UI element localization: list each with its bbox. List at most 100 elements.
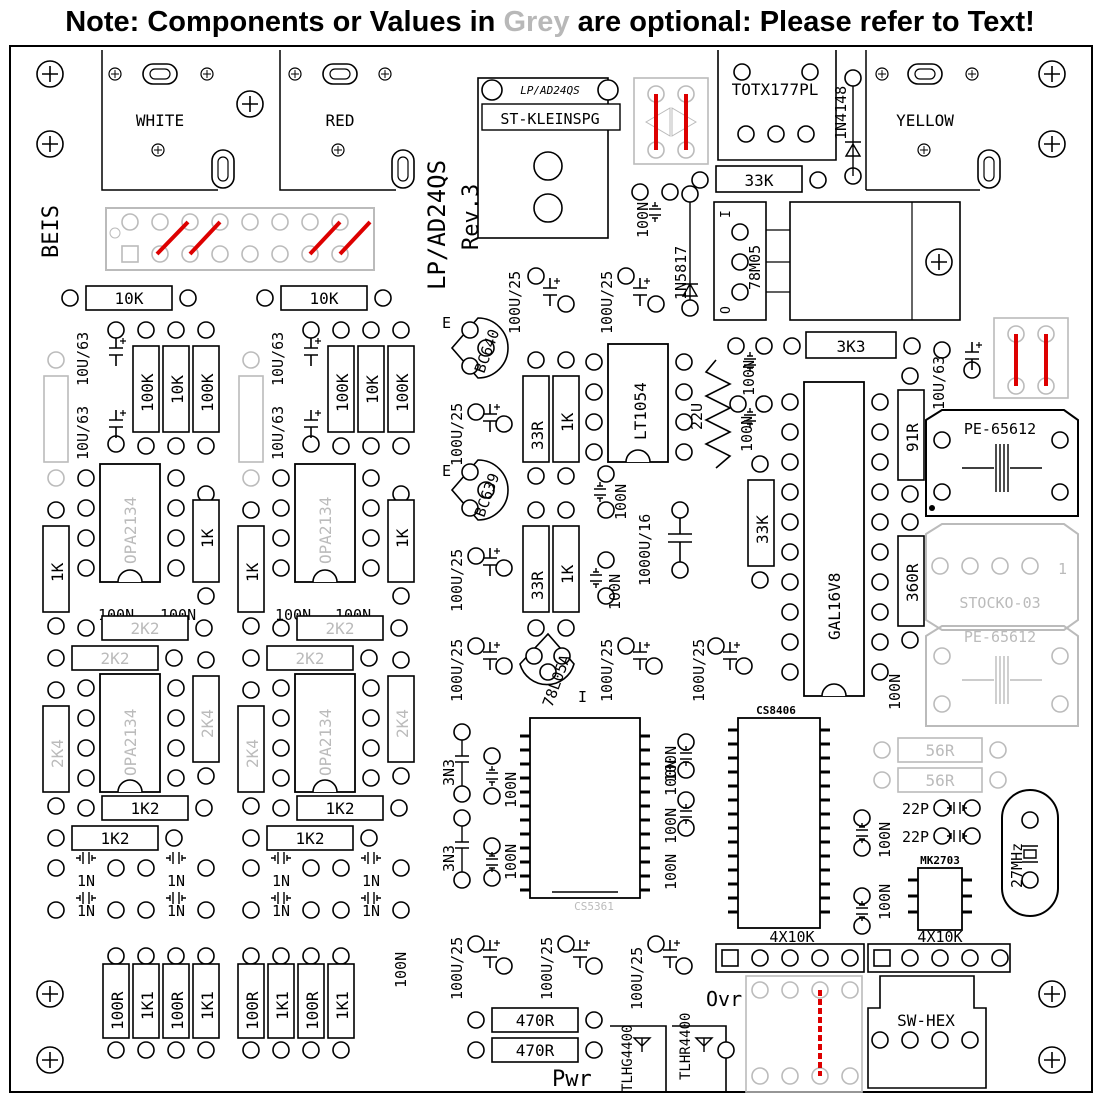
svg-text:56R: 56R bbox=[926, 771, 955, 790]
svg-text:33R: 33R bbox=[528, 571, 547, 600]
svg-text:1N: 1N bbox=[77, 902, 95, 920]
svg-text:100U/25: 100U/25 bbox=[690, 639, 708, 702]
resistor-10k-l: 10K bbox=[162, 321, 190, 455]
svg-text:100U/25: 100U/25 bbox=[598, 271, 616, 334]
svg-text:1K: 1K bbox=[243, 562, 262, 582]
svg-text:3N3: 3N3 bbox=[440, 759, 458, 786]
sip-4x10k-b: 4X10K bbox=[867, 928, 1011, 973]
svg-text:OPA2134: OPA2134 bbox=[121, 497, 140, 564]
svg-text:100N: 100N bbox=[876, 822, 894, 858]
resistor-1k-a: 1K bbox=[552, 351, 580, 485]
resistor-10k-right: 10K bbox=[256, 285, 392, 311]
resistor-1k-b: 1K bbox=[552, 501, 580, 637]
board-outline bbox=[9, 45, 1093, 1093]
svg-text:100N: 100N bbox=[662, 760, 680, 796]
cap-100n-lt-b: 100N bbox=[729, 395, 773, 452]
svg-text:E: E bbox=[442, 314, 451, 332]
svg-text:100N: 100N bbox=[612, 484, 630, 520]
svg-text:100N: 100N bbox=[634, 202, 652, 238]
svg-text:10U/63: 10U/63 bbox=[74, 406, 92, 460]
resistor-100k-r2: 100K bbox=[387, 321, 415, 455]
svg-text:1K: 1K bbox=[393, 528, 412, 548]
svg-text:2K4: 2K4 bbox=[48, 739, 67, 768]
cap-22p-b: 22P bbox=[902, 827, 981, 846]
led-tlhr4400: TLHR4400 bbox=[672, 1013, 735, 1092]
svg-text:100U/25: 100U/25 bbox=[506, 271, 524, 334]
resistor-33r-a: 33R bbox=[522, 351, 550, 485]
svg-text:I: I bbox=[578, 688, 587, 706]
power-jack: LP/AD24QS ST-KLEINSPG bbox=[477, 77, 621, 239]
cap-3n3-a: 3N3 bbox=[440, 723, 471, 803]
cap-100u25-7: 100U/25 bbox=[690, 637, 753, 702]
svg-text:MK2703: MK2703 bbox=[920, 854, 960, 867]
svg-text:33R: 33R bbox=[528, 421, 547, 450]
cap-100n-gal: 100N bbox=[886, 674, 904, 710]
svg-text:1: 1 bbox=[1058, 560, 1067, 578]
svg-text:100U/25: 100U/25 bbox=[448, 639, 466, 702]
svg-text:22P: 22P bbox=[902, 828, 929, 846]
svg-text:SW-HEX: SW-HEX bbox=[897, 1011, 955, 1030]
svg-text:10U/63: 10U/63 bbox=[930, 356, 948, 410]
cap-100n-cs-f: 100N bbox=[662, 746, 680, 782]
led-tlhg4400: TLHG4400 bbox=[610, 1025, 667, 1092]
cap-3n3-b: 3N3 bbox=[440, 809, 471, 889]
ic-gal16v8: GAL16V8 bbox=[781, 381, 889, 697]
cap-100n-r1: 100N bbox=[853, 809, 894, 858]
svg-text:100N: 100N bbox=[738, 416, 756, 452]
resistor-33k: 33K bbox=[691, 165, 827, 193]
caps-1n-left: 1N 1N 1N 1N bbox=[47, 851, 215, 920]
svg-text:2K2: 2K2 bbox=[101, 649, 130, 668]
svg-text:2K4: 2K4 bbox=[393, 709, 412, 738]
cap-100u25-9: 100U/25 bbox=[538, 935, 603, 1000]
svg-text:100K: 100K bbox=[333, 373, 352, 412]
svg-text:100K: 100K bbox=[198, 373, 217, 412]
resistor-1k-r-a: 1K bbox=[237, 501, 265, 635]
resistors-bottom-left: 100R 1K1 100R 1K1 bbox=[102, 947, 220, 1059]
stocko-connector: STOCKO-03 1 bbox=[925, 523, 1079, 631]
svg-text:1000U/16: 1000U/16 bbox=[636, 514, 654, 586]
svg-text:PE-65612: PE-65612 bbox=[964, 628, 1036, 646]
ic-opa2134-l1: OPA2134 bbox=[77, 463, 185, 583]
svg-text:100R: 100R bbox=[243, 991, 262, 1030]
resistor-33k-vertical: 33K bbox=[747, 455, 775, 589]
resistor-1k-l-a: 1K bbox=[42, 501, 70, 635]
resistor-10k-r: 10K bbox=[357, 321, 385, 455]
resistor-1k-l-b: 1K bbox=[192, 485, 220, 605]
svg-text:100U/25: 100U/25 bbox=[628, 947, 646, 1010]
ic-lt1054: LT1054 bbox=[585, 343, 693, 463]
svg-text:1K: 1K bbox=[558, 412, 577, 432]
svg-text:100N: 100N bbox=[876, 884, 894, 920]
cap-100n-cs-e: 100N bbox=[662, 854, 680, 890]
cap-100u25-6: 100U/25 bbox=[598, 637, 663, 702]
svg-text:10U/63: 10U/63 bbox=[269, 332, 287, 386]
cap-100n-bottom: 100N bbox=[392, 952, 410, 988]
svg-text:10K: 10K bbox=[168, 375, 187, 404]
resistor-360r: 360R bbox=[897, 513, 925, 649]
svg-text:27MHz: 27MHz bbox=[1008, 843, 1026, 888]
caps-1n-right: 1N 1N 1N 1N bbox=[242, 851, 410, 920]
svg-text:1N: 1N bbox=[362, 902, 380, 920]
optional-jumper-right bbox=[993, 317, 1069, 399]
svg-text:22U: 22U bbox=[688, 403, 706, 430]
optional-components-note: Note: Components or Values in Grey are o… bbox=[65, 6, 1035, 38]
hex-switch: SW-HEX bbox=[867, 975, 987, 1089]
cap-100u25-1: 100U/25 bbox=[506, 267, 575, 334]
cap-100u25-10: 100U/25 bbox=[628, 935, 693, 1010]
svg-text:10K: 10K bbox=[363, 375, 382, 404]
svg-text:100N: 100N bbox=[502, 844, 520, 880]
regulator-78l05a: 78L05A I bbox=[519, 632, 587, 709]
resistor-3k3: 3K3 bbox=[783, 331, 921, 359]
transistor-bc639: E BC639 bbox=[442, 459, 509, 521]
resistor-2k4-l-a: 2K4 bbox=[42, 681, 70, 815]
resistor-2k2-r-a: 2K2 bbox=[272, 615, 408, 641]
cap-100n-cs-a: 100N bbox=[483, 747, 520, 808]
svg-text:TLHG4400: TLHG4400 bbox=[620, 1025, 636, 1092]
svg-text:33K: 33K bbox=[753, 515, 772, 544]
optional-resistor-right bbox=[238, 351, 264, 487]
svg-text:1N: 1N bbox=[167, 872, 185, 890]
resistor-100k-l1: 100K bbox=[132, 321, 160, 455]
resistor-33r-b: 33R bbox=[522, 501, 550, 637]
